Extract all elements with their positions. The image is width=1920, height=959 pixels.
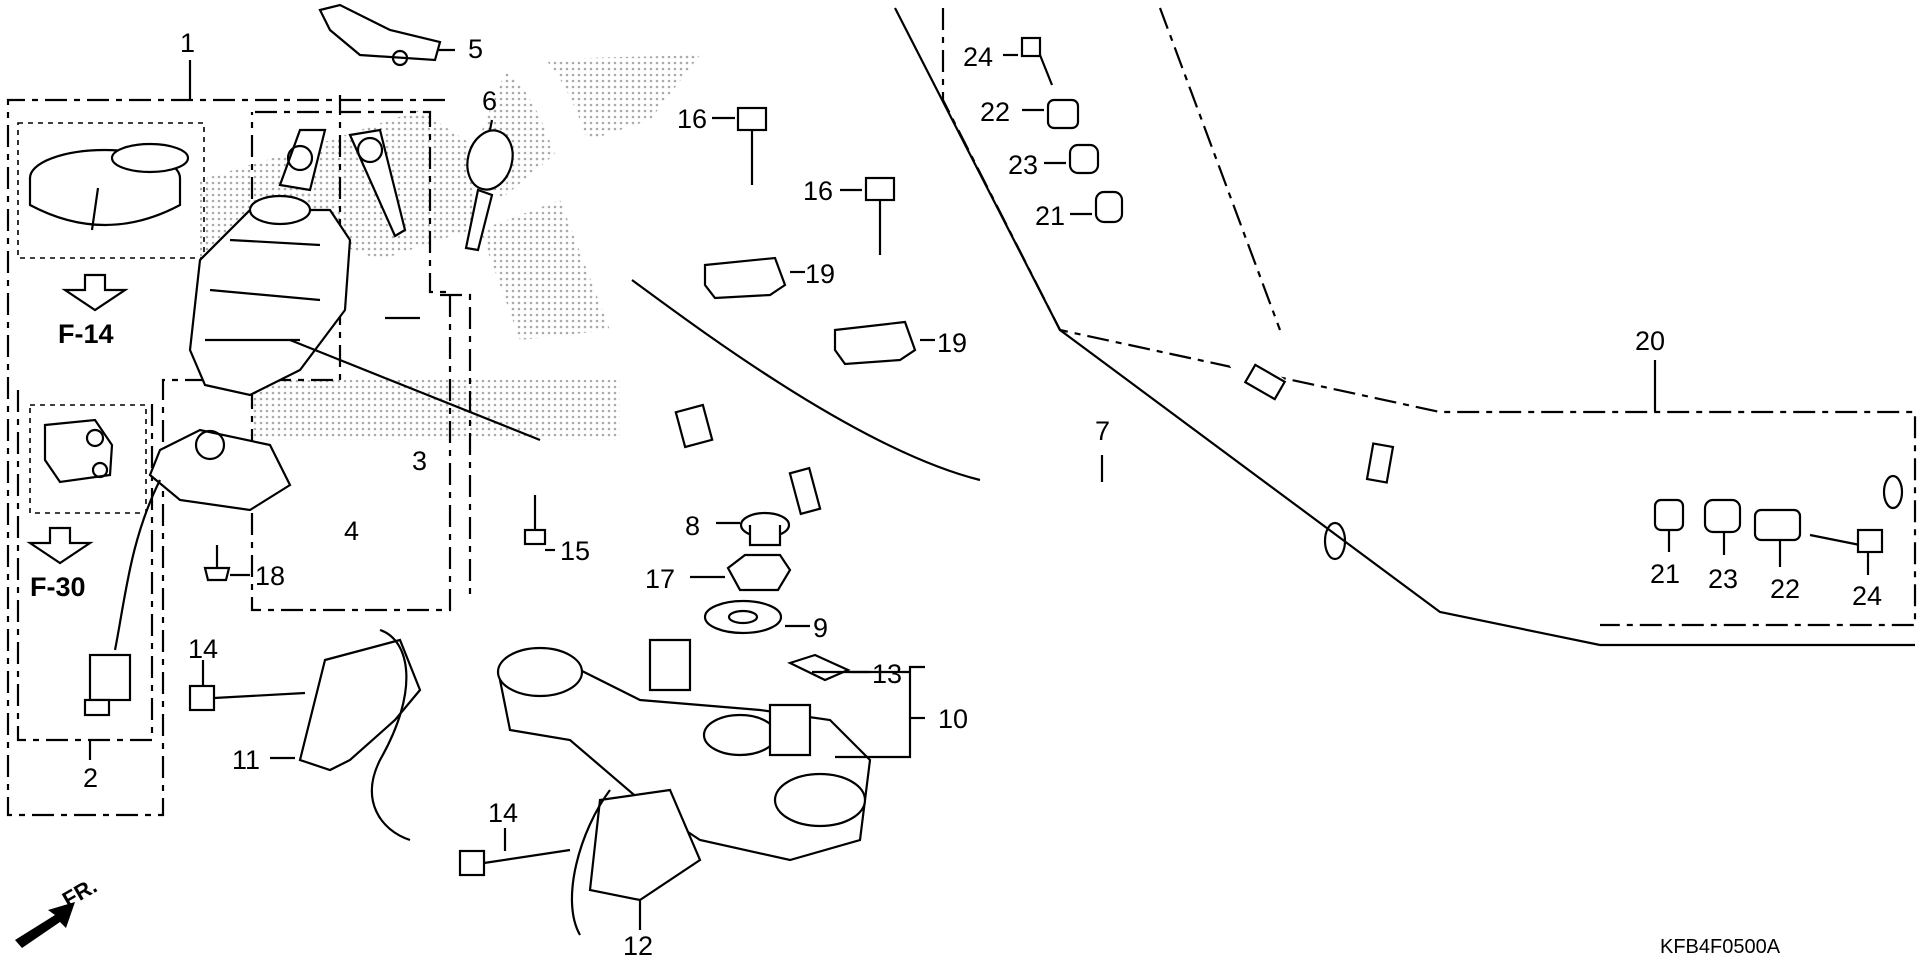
callout-24-a: 24: [963, 42, 993, 72]
callout-15: 15: [560, 536, 590, 566]
callout-17: 17: [645, 564, 675, 594]
callout-4: 4: [344, 516, 359, 546]
callout-23-b: 23: [1708, 564, 1738, 594]
callout-7: 7: [1095, 416, 1110, 446]
part-17-nut: [690, 553, 792, 592]
part-6-key: [464, 119, 514, 252]
part-23-collar-bottom: [1703, 498, 1742, 555]
callout-5: 5: [468, 34, 483, 64]
part-19-holder-a: [703, 256, 805, 300]
part-16-bolt-b: [840, 176, 896, 255]
arrow-to-f14-icon: [61, 273, 129, 312]
callout-18: 18: [255, 561, 285, 591]
part-9-washer: [703, 599, 810, 635]
callout-1: 1: [180, 28, 195, 58]
part-5-bracket: [318, 3, 455, 67]
callout-11: 11: [232, 745, 260, 775]
callout-24-b: 24: [1852, 581, 1882, 611]
callout-13: 13: [872, 659, 902, 689]
part-15-screw: [523, 495, 555, 552]
callout-10: 10: [938, 704, 968, 734]
part-12-bracket: [570, 788, 702, 936]
part-14-bolt-b: [458, 828, 571, 877]
part-21-ring-bottom: [1653, 498, 1685, 552]
part-4-switch: [83, 428, 292, 717]
part-19-holder-b: [833, 320, 935, 366]
part-14-bolt-a: [188, 660, 306, 712]
callout-8: 8: [685, 511, 700, 541]
part-23-collar-top: [1044, 143, 1100, 175]
callout-9: 9: [813, 613, 828, 643]
callout-12: 12: [623, 931, 653, 959]
reference-f30: F-30: [30, 572, 86, 602]
callout-19-b: 19: [937, 328, 967, 358]
part-18-screw: [203, 545, 250, 582]
callout-16-a: 16: [677, 104, 707, 134]
callout-3: 3: [412, 446, 427, 476]
callout-22-a: 22: [980, 97, 1010, 127]
part-24-screw-bottom: [1809, 528, 1884, 575]
part-20-handlebar: [1079, 12, 1911, 510]
callout-19-a: 19: [805, 259, 835, 289]
part-13-plate: [787, 653, 870, 682]
reference-f14: F-14: [58, 319, 114, 349]
callout-20: 20: [1635, 326, 1665, 356]
group-frame-2: [16, 390, 154, 760]
part-16-bolt-a: [712, 106, 768, 185]
callout-14-a: 14: [188, 634, 218, 664]
part-8-bolt-cap: [716, 511, 791, 547]
callout-14-b: 14: [488, 798, 518, 828]
switch-inset: [29, 404, 147, 514]
part-24-screw-top: [1003, 36, 1054, 86]
callout-6: 6: [482, 86, 497, 116]
part-22-weight-top: [1022, 98, 1080, 130]
callout-23-a: 23: [1008, 150, 1038, 180]
callout-21-a: 21: [1035, 201, 1065, 231]
callout-22-b: 22: [1770, 574, 1800, 604]
front-direction-arrow-icon: [15, 902, 75, 948]
callout-labels: 1 2 3 4 5 6 7 8 9 10 11 12 13 14 14 15 1…: [83, 28, 1882, 959]
callout-16-b: 16: [803, 176, 833, 206]
part-22-weight-bottom: [1753, 508, 1802, 567]
fuel-cap-inset: [17, 122, 205, 259]
part-11-bracket: [270, 628, 422, 842]
part-21-ring-top: [1070, 190, 1124, 224]
part-20-handlebar-frame: [894, 7, 1917, 647]
diagram-code: KFB4F0500A: [1660, 936, 1781, 958]
callout-21-b: 21: [1650, 559, 1680, 589]
part-10-top-bridge: [496, 638, 925, 862]
arrow-to-f30-icon: [26, 526, 94, 565]
part-7-handlebar: [502, 42, 1358, 561]
part-3-ignition-switch: [188, 128, 541, 442]
callout-2: 2: [83, 763, 98, 793]
group-frame-1: [6, 60, 472, 817]
